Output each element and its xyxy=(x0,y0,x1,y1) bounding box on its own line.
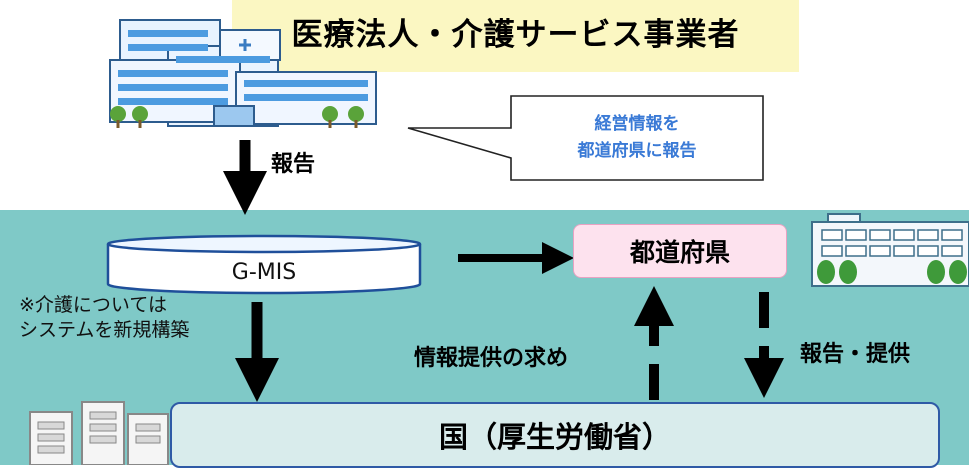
report-label: 報告 xyxy=(271,152,316,177)
nation-box: 国（厚生労働省） xyxy=(170,402,940,468)
prefecture-label: 都道府県 xyxy=(629,238,730,267)
gmis-label: G-MIS xyxy=(231,259,297,285)
provider-title: 医療法人・介護サービス事業者 xyxy=(291,16,740,53)
gmis-cylinder-icon xyxy=(106,234,422,295)
hospital-icon xyxy=(109,19,377,128)
callout-bubble xyxy=(407,95,764,181)
provider-banner xyxy=(232,0,799,72)
callout-line-2: 都道府県に報告 xyxy=(577,141,697,161)
request-label: 情報提供の求め xyxy=(414,346,569,371)
callout-line-1: 経営情報を xyxy=(594,114,680,134)
note-line-1: ※介護については xyxy=(19,294,167,316)
nation-label: 国（厚生労働省） xyxy=(438,420,671,454)
government-building-icon xyxy=(29,401,169,465)
provide-label: 報告・提供 xyxy=(800,342,911,367)
prefecture-box: 都道府県 xyxy=(573,224,787,278)
note-line-2: システムを新規構築 xyxy=(19,319,190,341)
callout-text: 経営情報を 都道府県に報告 xyxy=(511,96,763,180)
care-system-note: ※介護については システムを新規構築 xyxy=(19,293,189,343)
prefecture-office-icon xyxy=(811,213,969,287)
